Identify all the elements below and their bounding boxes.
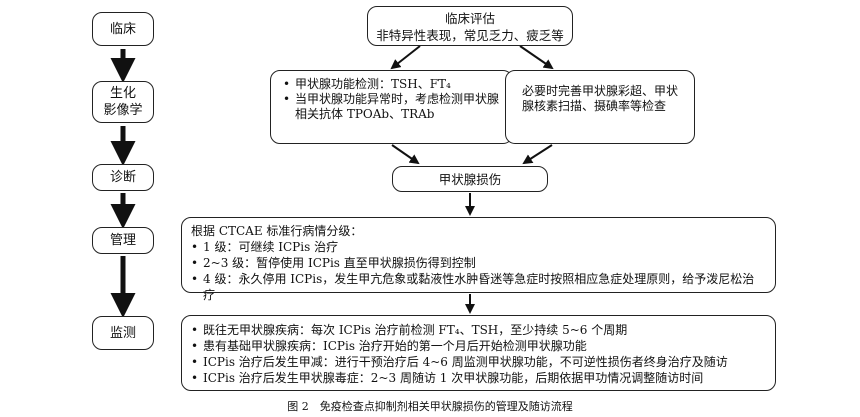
- monitoring-box: 既往无甲状腺疾病：每次 ICPis 治疗前检测 FT₄、TSH，至少持续 5~6…: [181, 315, 776, 391]
- management-item: 4 级：永久停用 ICPis，发生甲亢危象或黏液性水肿昏迷等急症时按照相应急症处…: [191, 271, 765, 303]
- biochem-item-0: 甲状腺功能检测：TSH、FT₄: [283, 77, 502, 92]
- clinical-desc: 非特异性表现，常见乏力、疲乏等: [376, 28, 564, 43]
- stage-diagnosis: 诊断: [92, 164, 154, 191]
- arrow-right-to-diagnosis: [522, 144, 553, 165]
- management-item: 2~3 级：暂停使用 ICPis 直至甲状腺损伤得到控制: [191, 255, 765, 271]
- management-intro: 根据 CTCAE 标准行病情分级：: [191, 224, 363, 238]
- monitoring-item: 既往无甲状腺疾病：每次 ICPis 治疗前检测 FT₄、TSH，至少持续 5~6…: [191, 322, 765, 338]
- thyroid-function-test-box: 甲状腺功能检测：TSH、FT₄ 当甲状腺功能异常时，考虑检测甲状腺相关抗体 TP…: [270, 70, 513, 144]
- stage-clinical: 临床: [92, 12, 154, 46]
- management-box: 根据 CTCAE 标准行病情分级： 1 级：可继续 ICPis 治疗 2~3 级…: [181, 217, 776, 302]
- imaging-exam-box: 必要时完善甲状腺彩超、甲状腺核素扫描、摄碘率等检查: [505, 70, 695, 144]
- monitoring-item: 患有基础甲状腺疾病：ICPis 治疗开始的第一个月后开始检测甲状腺功能: [191, 338, 765, 354]
- stage-monitoring: 监测: [92, 316, 154, 350]
- biochem-item-1: 当甲状腺功能异常时，考虑检测甲状腺相关抗体 TPOAb、TRAb: [283, 92, 502, 122]
- stage-biochem-imaging: 生化 影像学: [92, 81, 154, 123]
- clinical-assessment-box: 临床评估 非特异性表现，常见乏力、疲乏等: [367, 6, 573, 46]
- arrow-left-to-diagnosis: [391, 144, 420, 165]
- monitoring-item: ICPis 治疗后发生甲减：进行干预治疗后 4~6 周监测甲状腺功能，不可逆性损…: [191, 354, 765, 370]
- arrow-clinical-to-right: [519, 45, 554, 70]
- monitoring-item: ICPis 治疗后发生甲状腺毒症：2~3 周随访 1 次甲状腺功能，后期依据甲功…: [191, 370, 765, 386]
- stage-management: 管理: [92, 227, 154, 254]
- clinical-title: 临床评估: [444, 11, 495, 26]
- imaging-exam-text: 必要时完善甲状腺彩超、甲状腺核素扫描、摄碘率等检查: [522, 84, 679, 113]
- figure-caption: 图 2 免疫检查点抑制剂相关甲状腺损伤的管理及随访流程: [287, 400, 573, 413]
- diagnosis-box: 甲状腺损伤: [392, 166, 548, 192]
- arrow-clinical-to-left: [390, 45, 421, 70]
- management-item: 1 级：可继续 ICPis 治疗: [191, 239, 765, 255]
